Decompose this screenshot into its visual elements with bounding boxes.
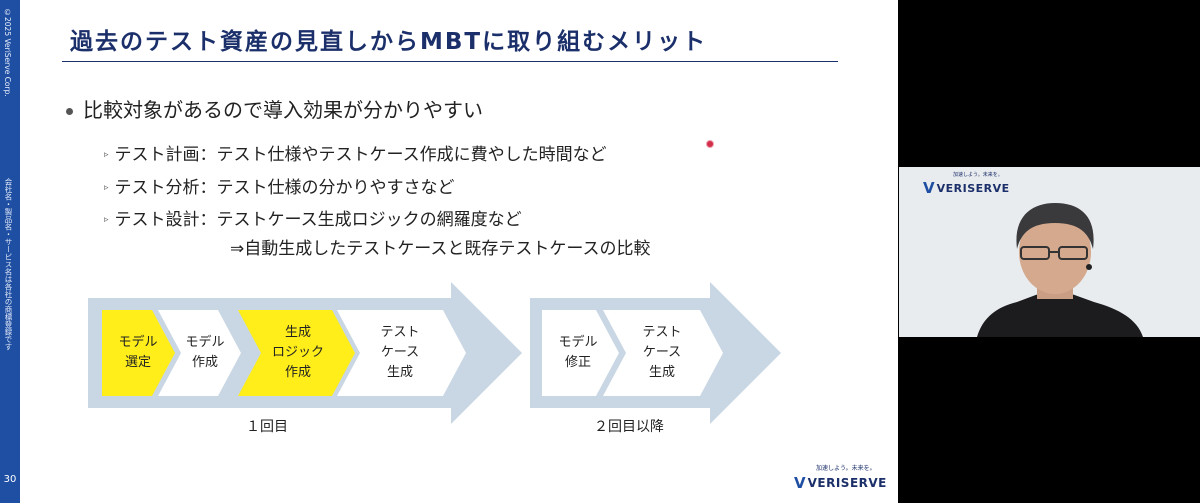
step-line: 生成 bbox=[648, 365, 675, 380]
slide-logo: V VERISERVE 加速しよう。未来を。 bbox=[794, 465, 887, 492]
title-divider bbox=[62, 61, 838, 62]
presentation-slide: ©2025 VeriServe Corp. 会社名・製品名・サービス名は各社の商… bbox=[0, 0, 898, 503]
step-line: 作成 bbox=[284, 365, 311, 380]
step-line: 作成 bbox=[191, 355, 218, 370]
flow2-step-2-label: テストケース生成 bbox=[602, 323, 722, 383]
triangle-bullet-icon: ▹ bbox=[104, 150, 109, 160]
bullet-dot-icon bbox=[66, 108, 73, 115]
step-line: 選定 bbox=[124, 355, 151, 370]
step-line: ロジック bbox=[271, 345, 324, 360]
flow1-step-4-label: テストケース生成 bbox=[340, 323, 460, 383]
flow1-step-3-label: 生成ロジック作成 bbox=[238, 323, 358, 383]
presenter-video: V VERISERVE 加速しよう。未来を。 bbox=[899, 167, 1200, 337]
process-flow-diagram bbox=[88, 282, 781, 424]
main-bullet: 比較対象があるので導入効果が分かりやすい bbox=[66, 94, 483, 123]
step-line: ケース bbox=[642, 345, 682, 360]
slide-title: 過去のテスト資産の見直しからMBTに取り組むメリット bbox=[70, 29, 708, 55]
triangle-bullet-icon: ▹ bbox=[104, 183, 109, 193]
step-line: テスト bbox=[380, 325, 420, 340]
flow1-step-3-chevron bbox=[238, 310, 355, 396]
flow1-step-2-label: モデル作成 bbox=[145, 333, 265, 373]
step-line: ケース bbox=[380, 345, 420, 360]
flow1-step-2-chevron bbox=[158, 310, 241, 396]
logo-name: VERISERVE bbox=[807, 476, 887, 490]
flow2-step-1-chevron bbox=[542, 310, 619, 396]
step-line: モデル bbox=[118, 335, 158, 350]
page-number: 30 bbox=[3, 474, 17, 485]
flow1-step-1-label: モデル選定 bbox=[78, 333, 198, 373]
sub-bullet-continuation: ⇒自動生成したテストケースと既存テストケースの比較 bbox=[230, 239, 651, 259]
triangle-bullet-icon: ▹ bbox=[104, 215, 109, 225]
veriserve-logo-icon: V bbox=[794, 474, 806, 492]
video-background-logo: V VERISERVE 加速しよう。未来を。 bbox=[923, 172, 1010, 197]
logo-tagline: 加速しよう。未来を。 bbox=[816, 465, 876, 472]
sub-bullet: ▹ テスト設計：テストケース生成ロジックの網羅度など bbox=[104, 205, 522, 230]
logo-name: VERISERVE bbox=[936, 181, 1010, 195]
presenter-silhouette bbox=[977, 203, 1143, 337]
step-line: 修正 bbox=[564, 355, 591, 370]
step-line: モデル bbox=[185, 335, 225, 350]
veriserve-logo-icon: V bbox=[923, 179, 935, 197]
laser-pointer-icon bbox=[706, 140, 714, 148]
step-line: テスト bbox=[642, 325, 682, 340]
sub-bullet-text: テスト分析：テスト仕様の分かりやすさなど bbox=[114, 178, 455, 198]
round-1-label: １回目 bbox=[246, 419, 288, 435]
flow1-step-4-chevron bbox=[337, 310, 466, 396]
step-line: 生成 bbox=[386, 365, 413, 380]
step-line: 生成 bbox=[284, 325, 311, 340]
flow1-step-1-chevron bbox=[102, 310, 175, 396]
sub-bullet: ▹ テスト計画：テスト仕様やテストケース作成に費やした時間など bbox=[104, 140, 607, 165]
copyright-text: ©2025 VeriServe Corp. bbox=[3, 8, 12, 97]
flow2-step-1-label: モデル修正 bbox=[518, 333, 638, 373]
sub-bullet-text: テスト設計：テストケース生成ロジックの網羅度など bbox=[114, 210, 522, 230]
main-bullet-text: 比較対象があるので導入効果が分かりやすい bbox=[83, 98, 483, 122]
sub-bullet-text: テスト計画：テスト仕様やテストケース作成に費やした時間など bbox=[114, 145, 607, 165]
sub-bullet: ▹ テスト分析：テスト仕様の分かりやすさなど bbox=[104, 173, 455, 198]
flow2-step-2-chevron bbox=[603, 310, 723, 396]
trademark-notice: 会社名・製品名・サービス名は各社の商標登録です bbox=[4, 178, 13, 351]
slide-sidebar: ©2025 VeriServe Corp. 会社名・製品名・サービス名は各社の商… bbox=[0, 0, 20, 503]
round-2-label: ２回目以降 bbox=[594, 419, 664, 435]
logo-tagline: 加速しよう。未来を。 bbox=[953, 172, 1003, 178]
step-line: モデル bbox=[558, 335, 598, 350]
